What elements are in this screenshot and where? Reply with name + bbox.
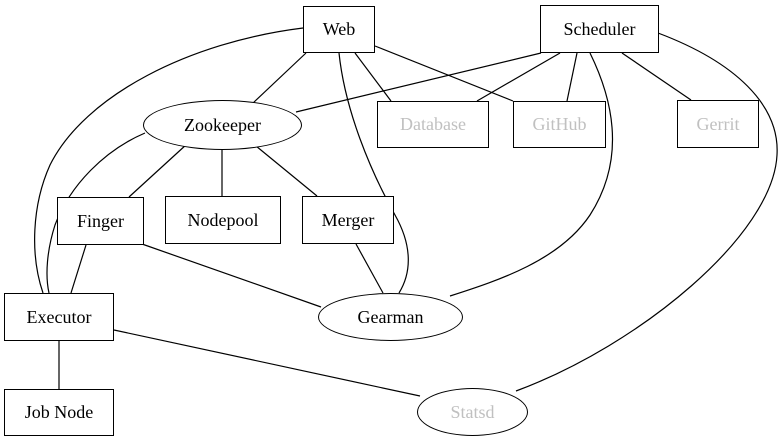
edge-scheduler-github [566,52,578,102]
edge-web-executor [34,27,304,294]
edge-scheduler-zookeeper [295,52,542,113]
edge-scheduler-database [476,52,561,102]
edge-finger-executor [70,244,87,294]
node-job-node: Job Node [4,389,114,436]
edge-merger-gearman [355,243,384,294]
node-nodepool: Nodepool [165,196,281,244]
node-gerrit: Gerrit [677,100,759,148]
node-github-label: GitHub [532,114,587,134]
node-merger: Merger [302,196,394,244]
node-web-label: Web [322,19,356,39]
edge-web-gearman [338,52,409,294]
edge-scheduler-gearman [449,52,614,297]
edge-zookeeper-finger [128,143,188,198]
node-nodepool-label: Nodepool [187,209,259,230]
node-github: GitHub [513,101,606,148]
edge-web-github [374,45,514,102]
node-merger-label: Merger [321,209,375,230]
node-gearman: Gearman [318,293,463,341]
edge-web-database [354,52,392,102]
edge-scheduler-gerrit [621,52,692,101]
edge-web-zookeeper [251,52,307,105]
node-executor-label: Executor [26,306,92,327]
node-scheduler-label: Scheduler [563,18,636,39]
node-database-label: Database [400,114,466,134]
node-web: Web [303,6,375,53]
node-job-node-label: Job Node [24,402,94,422]
node-executor: Executor [4,293,114,341]
node-zookeeper: Zookeeper [143,100,302,150]
node-statsd-label: Statsd [450,401,495,422]
node-finger: Finger [57,197,144,245]
edge-finger-gearman [141,243,322,308]
edge-zookeeper-merger [255,145,318,197]
node-zookeeper-label: Zookeeper [184,114,261,135]
node-scheduler: Scheduler [540,5,659,53]
node-statsd: Statsd [417,388,528,436]
node-database: Database [377,101,489,148]
node-gerrit-label: Gerrit [696,113,740,134]
node-gearman-label: Gearman [357,306,424,327]
edge-executor-statsd [113,329,421,397]
edge-scheduler-statsd [515,32,778,392]
node-finger-label: Finger [77,210,124,231]
